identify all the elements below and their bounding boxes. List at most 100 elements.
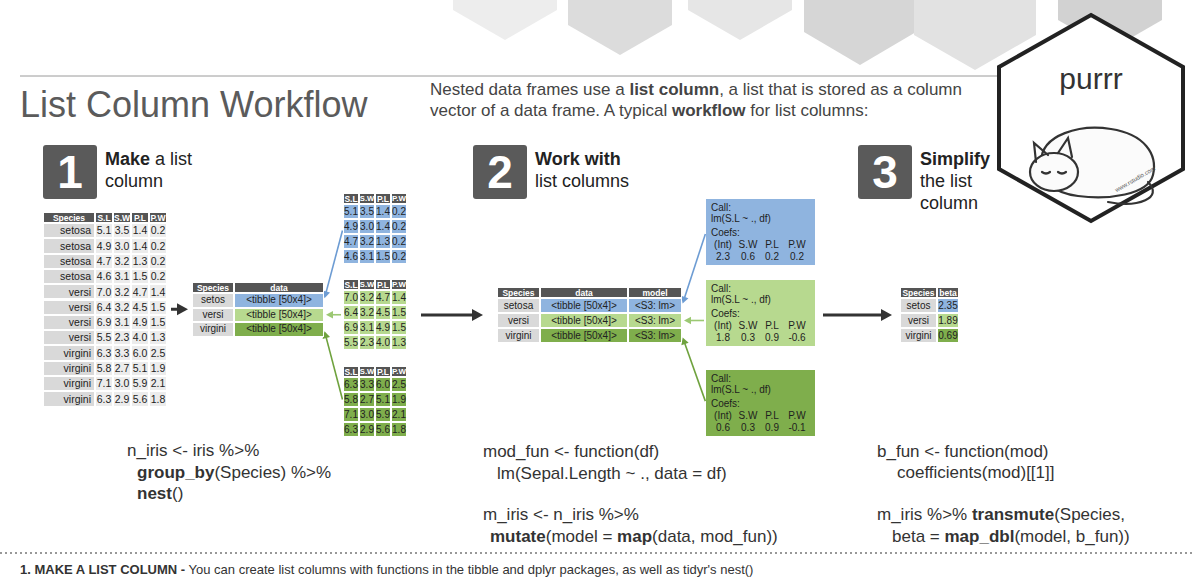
column-header: P.L xyxy=(134,213,146,223)
table-value: 3.2 xyxy=(115,301,130,314)
column-header: Species xyxy=(502,288,534,298)
model-line: lm(S.L ~ ., df) xyxy=(711,294,771,305)
table-value: 1.5 xyxy=(392,322,406,334)
table-header-cell: S.L xyxy=(343,366,359,377)
model-line: Call: xyxy=(711,373,731,384)
cat-head xyxy=(1030,153,1078,191)
table-header-cell: P.W xyxy=(391,279,407,290)
table-value: 6.3 xyxy=(97,393,112,406)
table-header-cell: S.L xyxy=(343,193,359,204)
table-cell: 7.0 xyxy=(343,290,359,305)
table-cell: 4.0 xyxy=(131,330,149,345)
table-cell: setos xyxy=(192,293,234,308)
table-cell: 6.3 xyxy=(343,377,359,392)
table-cell: 6.9 xyxy=(343,320,359,335)
table-cell: virgini xyxy=(43,361,95,376)
table-cell: versi xyxy=(900,313,937,328)
table-cell: 5.8 xyxy=(343,392,359,407)
coef-cell: (Int) xyxy=(714,410,732,421)
table-cell: 4.6 xyxy=(95,269,113,284)
step-heading-bold: Simplify xyxy=(920,148,995,170)
table-value: 1.5 xyxy=(133,270,148,283)
cat-ear xyxy=(1058,138,1072,157)
table-cell: 3.0 xyxy=(359,407,375,422)
code-text: (Species, xyxy=(1054,505,1125,524)
code-function: group_by xyxy=(137,463,214,482)
table-cell: 2.35 xyxy=(937,298,959,313)
code-text: Nested data frames use a xyxy=(430,80,625,99)
connector-line xyxy=(685,343,706,401)
connector xyxy=(681,234,705,304)
model-line: Coefs: xyxy=(711,227,740,238)
table-value: 5.6 xyxy=(376,424,390,436)
table-cell: 6.4 xyxy=(95,300,113,315)
table-value: 5.1 xyxy=(97,224,112,237)
data-table: S.LS.WP.LP.W5.13.51.40.24.93.01.40.24.73… xyxy=(343,193,407,264)
coef-cell: P.L xyxy=(765,410,779,421)
data-table: Speciesdatamodelsetosa<tibble [50x4]>ver… xyxy=(497,287,682,343)
code-function: mutate xyxy=(490,527,546,546)
column-header: P.W xyxy=(392,280,406,290)
table-cell: 1.9 xyxy=(149,361,167,376)
table-value: 0.2 xyxy=(151,224,166,237)
table-cell: 1.5 xyxy=(149,300,167,315)
table-value: 5.8 xyxy=(344,394,358,406)
table-cell: 4.5 xyxy=(375,305,391,320)
table-value: 4.0 xyxy=(376,337,390,349)
table-cell: 6.9 xyxy=(95,315,113,330)
model-line: Call: xyxy=(711,202,731,213)
table-cell: 2.3 xyxy=(359,335,375,350)
code-line: b_fun <- function(mod) xyxy=(877,441,1049,462)
table-cell: 3.1 xyxy=(359,249,375,264)
code-function: nest xyxy=(137,484,172,503)
table-cell: 5.1 xyxy=(95,223,113,238)
table-cell: 6.0 xyxy=(131,345,149,360)
table-cell: 2.5 xyxy=(149,345,167,360)
table-value: virgini xyxy=(64,347,91,360)
table-header-cell: P.W xyxy=(391,366,407,377)
table-cell: 4.0 xyxy=(375,335,391,350)
column-header: P.L xyxy=(377,367,389,377)
table-value: 3.5 xyxy=(360,206,374,218)
code-line: nest() xyxy=(137,483,183,504)
table-value: 5.8 xyxy=(97,362,112,375)
table-cell: 3.1 xyxy=(359,320,375,335)
background-hex xyxy=(568,0,672,55)
cat-eye xyxy=(1058,172,1066,174)
model-line: Call: xyxy=(711,283,731,294)
table-value: 2.1 xyxy=(392,409,406,421)
table-cell: setosa xyxy=(43,238,95,253)
table-value: virgini xyxy=(200,323,226,335)
column-header: model xyxy=(642,288,667,298)
coef-cell: 0.2 xyxy=(790,251,804,262)
step-heading-bold: Work with xyxy=(535,148,655,170)
table-cell: 1.4 xyxy=(131,238,149,253)
coef-cell: P.L xyxy=(765,239,779,250)
code-line: n_iris <- iris %>% xyxy=(127,440,259,461)
table-cell: 1.8 xyxy=(149,391,167,406)
hex-outline xyxy=(999,15,1183,221)
table-value: 1.89 xyxy=(938,315,957,327)
table-cell: 1.89 xyxy=(937,313,959,328)
code-text: for list columns: xyxy=(750,101,868,120)
code-line: coefficients(mod)[[1]] xyxy=(897,462,1054,483)
step-heading-text: list columns xyxy=(535,171,629,191)
code-line: m_iris <- n_iris %>% xyxy=(483,504,639,525)
table-cell: 5.6 xyxy=(375,422,391,437)
column-header: S.W xyxy=(360,194,374,204)
table-value: 4.6 xyxy=(344,251,358,263)
connector xyxy=(421,309,483,321)
coef-cell: -0.1 xyxy=(788,422,805,433)
table-value: virgini xyxy=(64,362,91,375)
title-rule xyxy=(20,76,1000,77)
table-header-cell: S.W xyxy=(113,212,131,223)
step-heading-bold: Make xyxy=(105,149,150,169)
table-cell: 1.4 xyxy=(149,284,167,299)
table-value: <tibble [50x4]> xyxy=(551,315,617,327)
table-header-cell: P.W xyxy=(391,193,407,204)
table-cell: versi xyxy=(43,284,95,299)
code-text: coefficients(mod)[[1]] xyxy=(897,463,1054,482)
table-cell: 0.2 xyxy=(391,204,407,219)
table-cell: 2.5 xyxy=(391,377,407,392)
table-value: 0.2 xyxy=(151,270,166,283)
